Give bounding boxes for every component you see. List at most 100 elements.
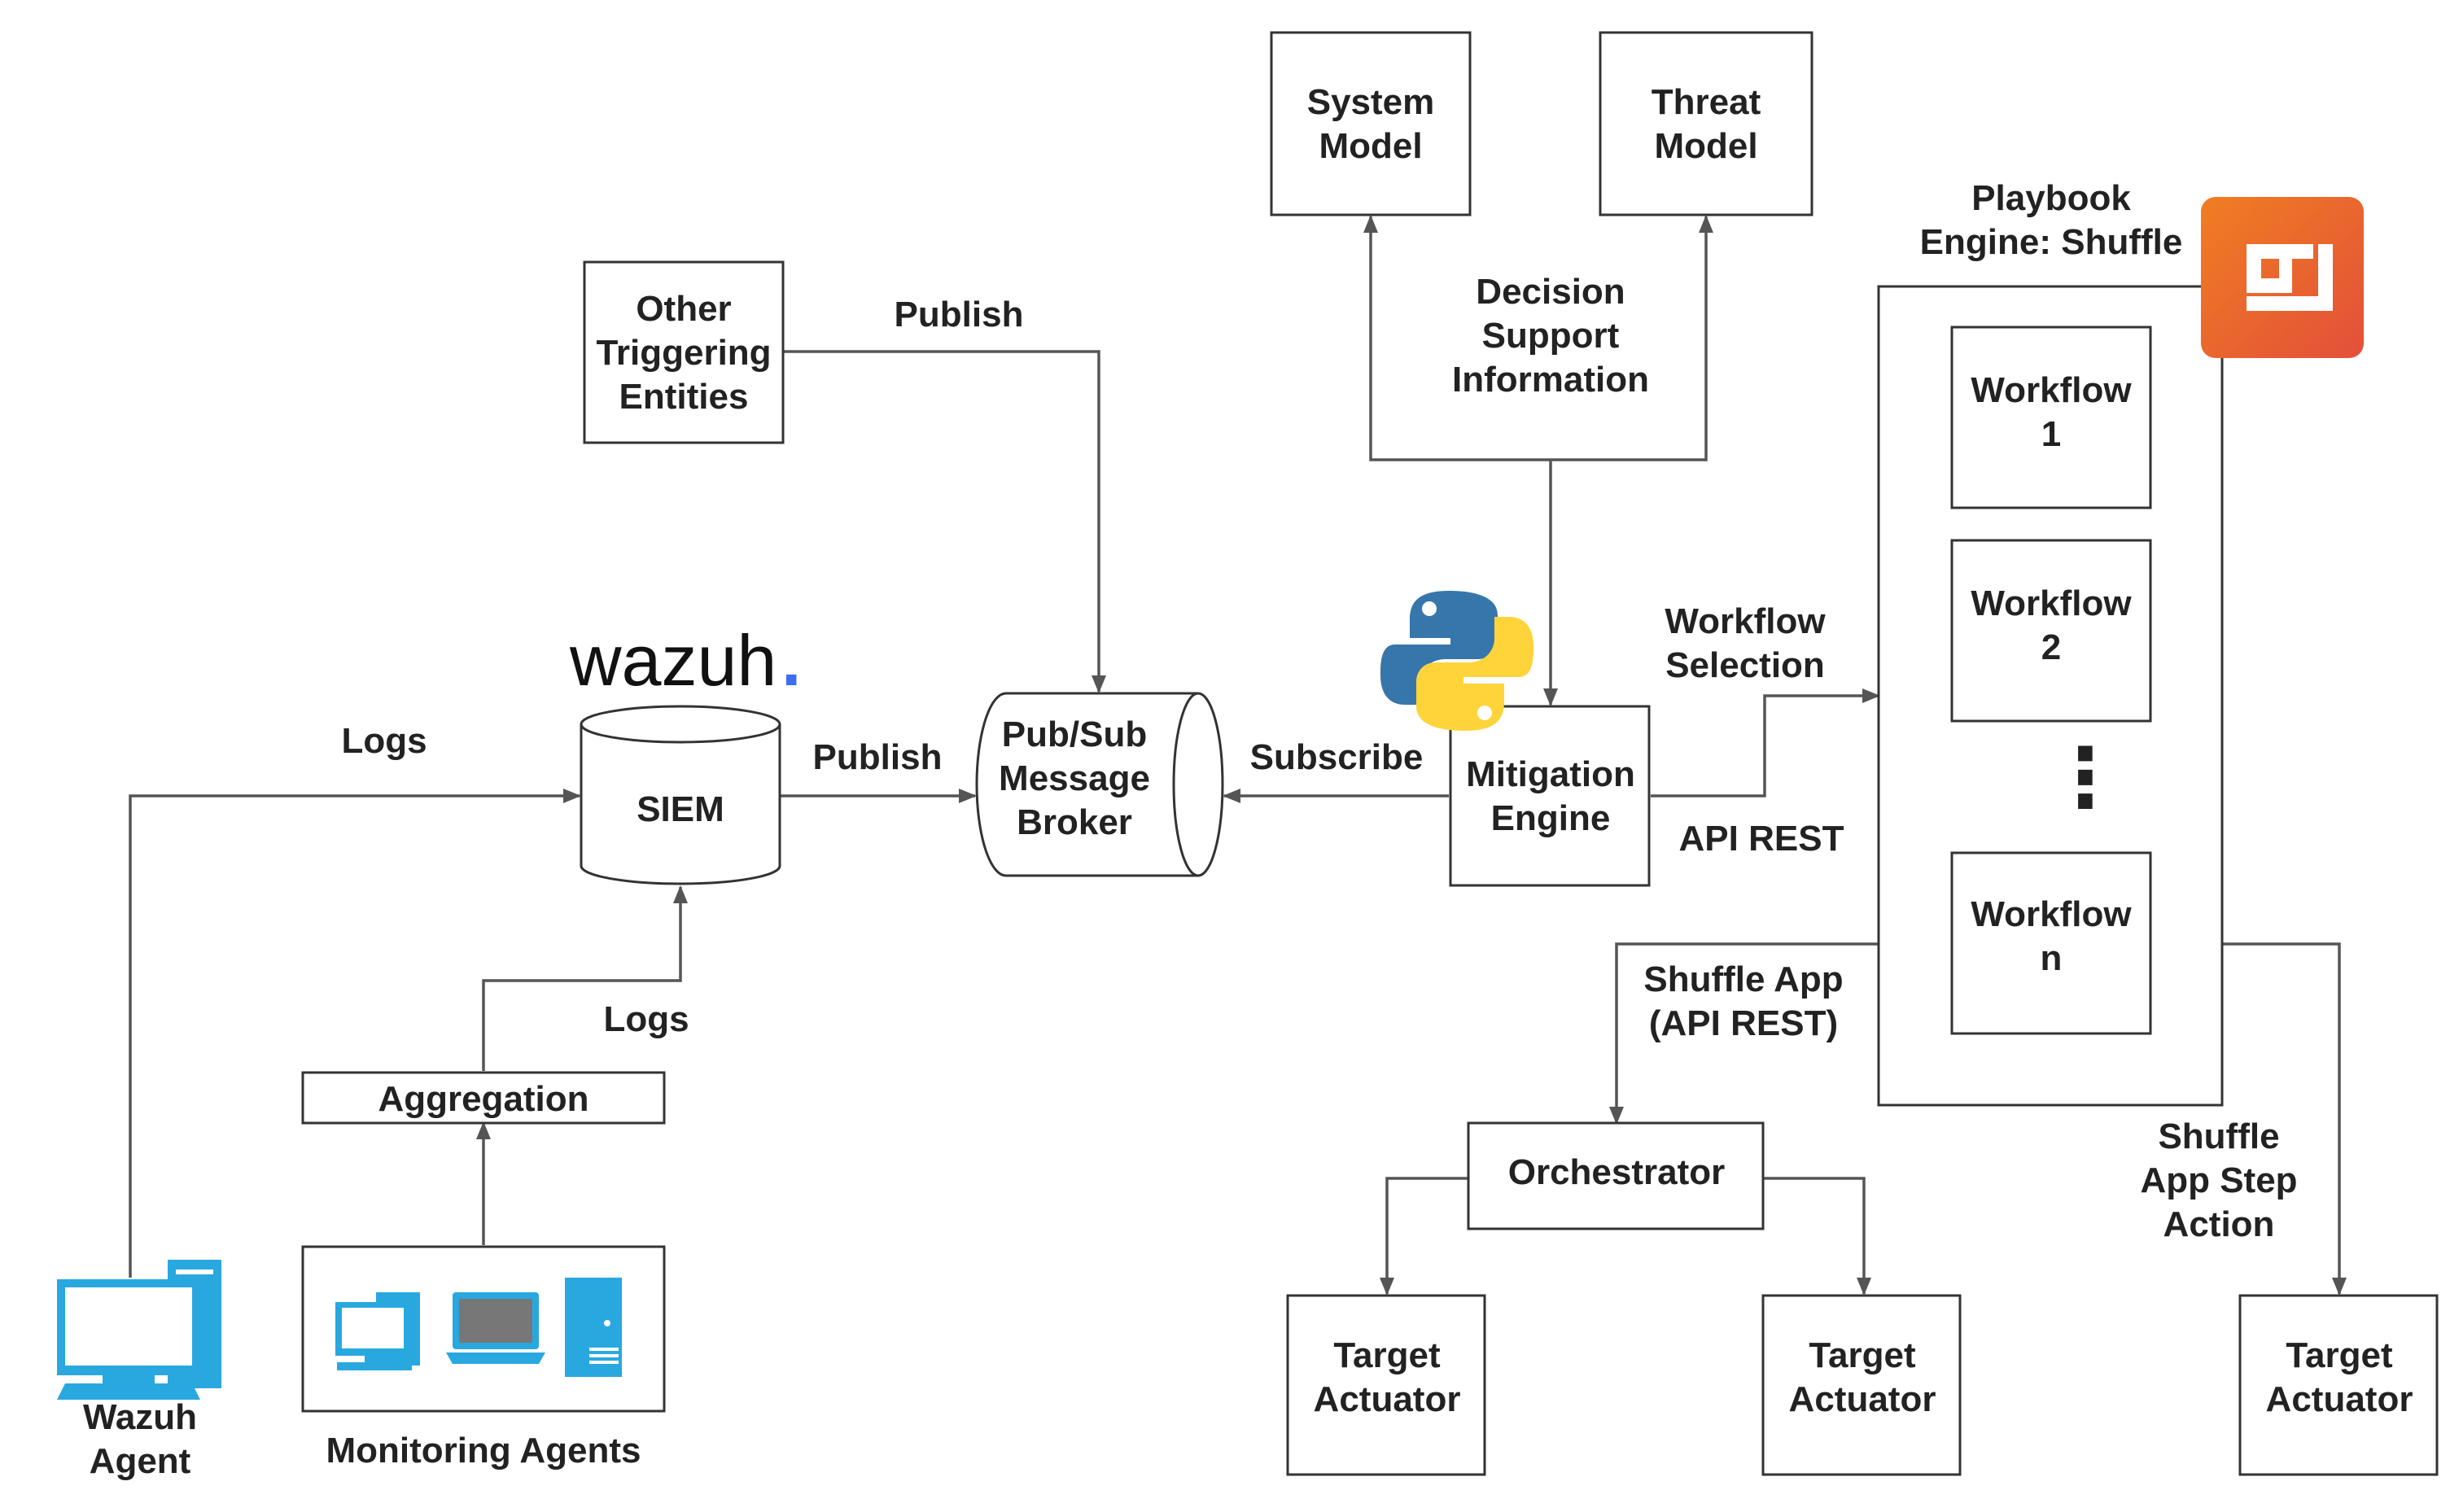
broker-label-line: Pub/Sub [1002, 714, 1147, 754]
logs-label-aggregation-line: Logs [603, 999, 689, 1039]
edge-decision-to-system-model [1363, 215, 1551, 461]
playbook-engine-label-line: Playbook [1971, 178, 2131, 218]
publish-label-other: Publish [895, 295, 1024, 334]
wazuh-logo-text: wazuh [569, 620, 777, 701]
system-model-label-line: System [1307, 82, 1435, 122]
siem-label-line: SIEM [637, 789, 724, 829]
mitigation-engine-label-line: Engine [1491, 798, 1611, 838]
broker-label-line: Message [999, 758, 1150, 798]
shuffle-app-label: Shuffle App(API REST) [1643, 959, 1843, 1043]
threat-model-label-line: Model [1654, 126, 1757, 166]
edge-decision-to-threat-model [1551, 215, 1713, 461]
workflow-2-label-line: 2 [2041, 627, 2061, 667]
target-actuator-2-box [1761, 1294, 1962, 1476]
shuffle-logo-icon [2201, 197, 2364, 358]
logs-label-agent: Logs [341, 721, 427, 761]
target-actuator-2-label-line: Target [1809, 1335, 1916, 1375]
api-rest-label-line: API REST [1679, 819, 1844, 859]
system-model-label-line: Model [1319, 126, 1422, 166]
playbook-engine-label-line: Engine: Shuffle [1920, 222, 2183, 262]
orchestrator-label: Orchestrator [1508, 1152, 1726, 1192]
mitigation-engine-box [1449, 705, 1651, 887]
workflow-ellipsis: ⋮ [2045, 730, 2126, 825]
siem-cylinder [580, 705, 781, 885]
subscribe-label: Subscribe [1250, 737, 1424, 777]
target-actuator-2-label-line: Actuator [1789, 1379, 1936, 1419]
workflow-1-label-line: Workflow [1971, 370, 2132, 410]
decision-support-label-line: Decision [1476, 272, 1625, 312]
laptop-icon [446, 1292, 545, 1364]
logs-label-aggregation: Logs [603, 999, 689, 1039]
other-triggering-box [583, 260, 785, 444]
orchestrator-label-line: Orchestrator [1508, 1152, 1726, 1192]
edge-aggregation-to-siem [482, 885, 688, 1071]
target-actuator-3-label-line: Actuator [2266, 1379, 2413, 1419]
shuffle-app-label-line: (API REST) [1649, 1003, 1838, 1043]
edge-other-to-broker [783, 350, 1106, 693]
publish-label-other-line: Publish [895, 295, 1024, 334]
orchestrator-box [1467, 1121, 1765, 1230]
python-logo-icon [1380, 591, 1533, 731]
wazuh-logo: wazuh . [569, 620, 801, 701]
target-actuator-1-label-line: Actuator [1314, 1379, 1461, 1419]
edge-agent-to-siem [129, 789, 581, 1278]
broker-cylinder [975, 692, 1224, 877]
subscribe-label-line: Subscribe [1250, 737, 1424, 777]
logs-label-agent-line: Logs [341, 721, 427, 761]
aggregation-label-line: Aggregation [378, 1079, 588, 1119]
aggregation-label: Aggregation [378, 1079, 588, 1119]
workflow-selection-label-line: Workflow [1665, 601, 1826, 641]
target-actuator-3-label-line: Target [2286, 1335, 2393, 1375]
publish-label-siem-line: Publish [813, 737, 943, 777]
other-triggering-label-line: Triggering [596, 333, 771, 373]
workflow-n-label-line: n [2041, 938, 2063, 978]
threat-model-box [1599, 31, 1813, 216]
decision-support-label-line: Support [1482, 316, 1620, 356]
wazuh-logo-dot: . [781, 620, 801, 701]
edge-orchestrator-to-target-2 [1763, 1177, 1871, 1296]
workflow-1-label-line: 1 [2041, 414, 2061, 454]
nodes [301, 31, 2439, 1476]
edge-orchestrator-to-target-1 [1380, 1177, 1470, 1296]
workflow-2-box [1950, 539, 2152, 723]
threat-model-label-line: Threat [1652, 82, 1761, 122]
decision-support-label-line: Information [1452, 360, 1649, 400]
wazuh-agent-label-line: Agent [90, 1441, 191, 1481]
shuffle-app-step-label-line: App Step [2140, 1160, 2297, 1200]
target-actuator-1-box [1286, 1294, 1486, 1476]
workflow-2-label-line: Workflow [1971, 583, 2132, 623]
broker-label-line: Broker [1017, 802, 1132, 842]
shuffle-app-step-label-line: Shuffle [2158, 1117, 2279, 1156]
server-icon [565, 1278, 622, 1377]
target-actuator-1-label-line: Target [1333, 1335, 1441, 1375]
shuffle-app-label-line: Shuffle App [1643, 959, 1843, 999]
edge-mitigation-to-playbook [1651, 688, 1880, 798]
workflow-1-box [1950, 326, 2152, 509]
desktop-icon [335, 1292, 420, 1370]
other-triggering-label-line: Entities [619, 377, 749, 417]
other-triggering-label-line: Other [636, 289, 731, 329]
target-actuator-3-box [2238, 1294, 2439, 1476]
workflow-n-label-line: Workflow [1971, 894, 2132, 934]
system-model-box [1270, 31, 1472, 216]
aggregation-box [301, 1071, 666, 1125]
monitoring-agents-label-line: Monitoring Agents [326, 1431, 641, 1470]
edge-workflow-n-to-orchestrator [1609, 942, 1953, 1125]
shuffle-app-step-label-line: Action [2163, 1204, 2275, 1244]
